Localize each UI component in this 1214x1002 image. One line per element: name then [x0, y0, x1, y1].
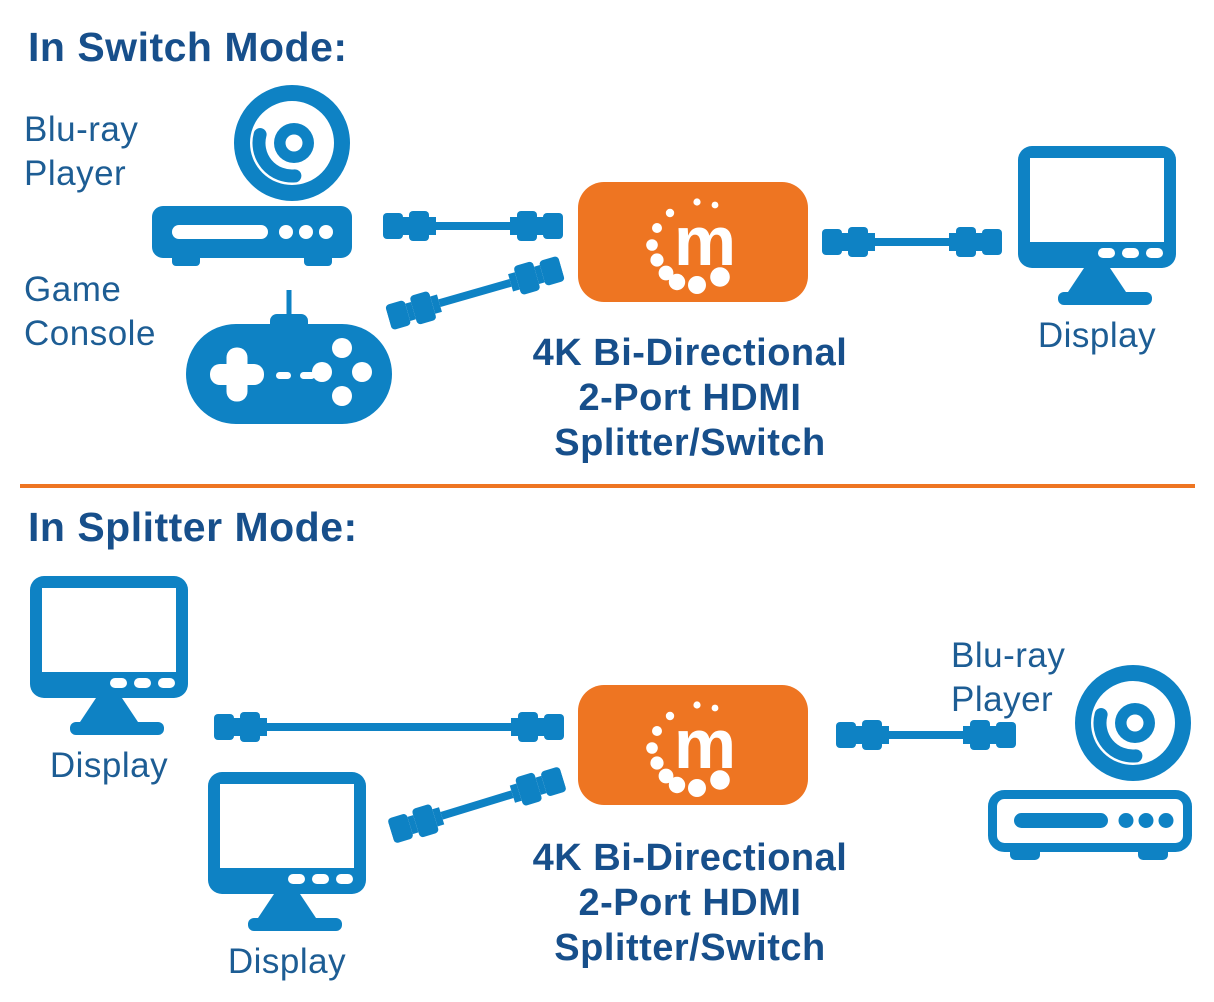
- game-console-label-line1: Game: [24, 270, 122, 309]
- display-label: Display: [1037, 316, 1157, 355]
- splitter-switch-device: m: [578, 685, 808, 805]
- splitter-switch-device: m: [578, 182, 808, 302]
- hdmi-cable-icon: [822, 227, 1002, 257]
- display-label: Display: [49, 746, 169, 785]
- hdmi-cable-icon: [384, 757, 570, 854]
- switch-mode-heading: In Switch Mode:: [28, 24, 348, 70]
- game-controller-icon: [186, 290, 392, 424]
- bluray-player-icon: [988, 790, 1192, 860]
- device-caption-line2: 2-Port HDMI: [578, 376, 802, 419]
- display-icon: [208, 772, 366, 931]
- device-caption-line1: 4K Bi-Directional: [532, 332, 848, 374]
- hdmi-cable-icon: [214, 712, 564, 742]
- bluray-player-label: Blu-ray Player: [24, 108, 138, 196]
- bluray-disc-icon: [1075, 665, 1191, 781]
- manhattan-logo: m: [646, 701, 736, 797]
- hdmi-cable-icon: [836, 720, 1016, 750]
- splitter-mode-heading: In Splitter Mode:: [28, 504, 358, 550]
- device-caption-line1: 4K Bi-Directional: [532, 837, 848, 879]
- bluray-disc-icon: [234, 85, 350, 201]
- bluray-player-label-line1: Blu-ray: [951, 636, 1066, 675]
- bluray-player-label-line2: Player: [951, 680, 1054, 720]
- bluray-player-label: Blu-ray Player: [951, 634, 1065, 722]
- bluray-player-label-line1: Blu-ray: [24, 110, 139, 149]
- logo-letter: m: [674, 705, 736, 783]
- display-label: Display: [227, 942, 347, 981]
- section-divider: [20, 484, 1195, 488]
- device-caption-line3: Splitter/Switch: [554, 421, 826, 464]
- display-icon: [30, 576, 188, 735]
- device-caption-line3: Splitter/Switch: [554, 926, 826, 969]
- device-caption: 4K Bi-Directional 2-Port HDMI Splitter/S…: [470, 836, 910, 970]
- display-icon: [1018, 146, 1176, 305]
- device-caption-line2: 2-Port HDMI: [578, 881, 802, 924]
- logo-letter: m: [674, 202, 736, 280]
- game-console-label: Game Console: [24, 268, 156, 356]
- bluray-player-label-line2: Player: [24, 154, 127, 194]
- hdmi-cable-icon: [382, 246, 568, 340]
- manhattan-logo: m: [646, 198, 736, 294]
- bluray-player-icon: [152, 206, 352, 266]
- game-console-label-line2: Console: [24, 314, 156, 354]
- hdmi-cable-icon: [383, 211, 563, 241]
- device-caption: 4K Bi-Directional 2-Port HDMI Splitter/S…: [470, 331, 910, 465]
